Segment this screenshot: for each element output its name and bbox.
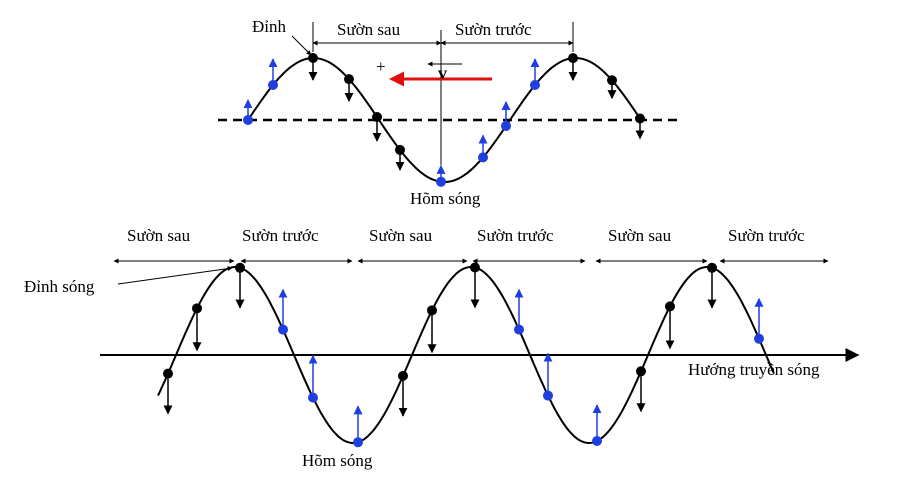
- bottom-particle-points: [163, 262, 764, 448]
- bottom-slope-label-4: Sườn trước: [477, 226, 554, 245]
- top-wave-diagram: Đỉnh Sườn sau Sườn trước + v Hõm sóng: [218, 17, 680, 208]
- bottom-slope-label-3: Sườn sau: [369, 226, 433, 245]
- propagation-direction-label: Hướng truyền sóng: [688, 360, 820, 379]
- top-back-slope-label: Sườn sau: [337, 20, 401, 39]
- bottom-slope-label-2: Sườn trước: [242, 226, 319, 245]
- bottom-crest-label: Đỉnh sóng: [24, 277, 95, 296]
- plus-sign-label: +: [376, 57, 386, 76]
- bottom-trough-label: Hõm sóng: [302, 451, 373, 470]
- top-crest-label: Đỉnh: [252, 17, 287, 36]
- top-front-slope-label: Sườn trước: [455, 20, 532, 39]
- velocity-label: v: [438, 63, 447, 83]
- bottom-slope-label-1: Sườn sau: [127, 226, 191, 245]
- bottom-slope-label-6: Sườn trước: [728, 226, 805, 245]
- top-trough-label: Hõm sóng: [410, 189, 481, 208]
- top-crest-pointer-arrow: [291, 35, 312, 56]
- top-particle-points: [243, 53, 645, 187]
- bottom-slope-label-5: Sườn sau: [608, 226, 672, 245]
- bottom-wave-diagram: Sườn sau Sườn trước Sườn sau Sườn trước …: [24, 226, 860, 470]
- bottom-crest-pointer-arrow: [117, 266, 233, 285]
